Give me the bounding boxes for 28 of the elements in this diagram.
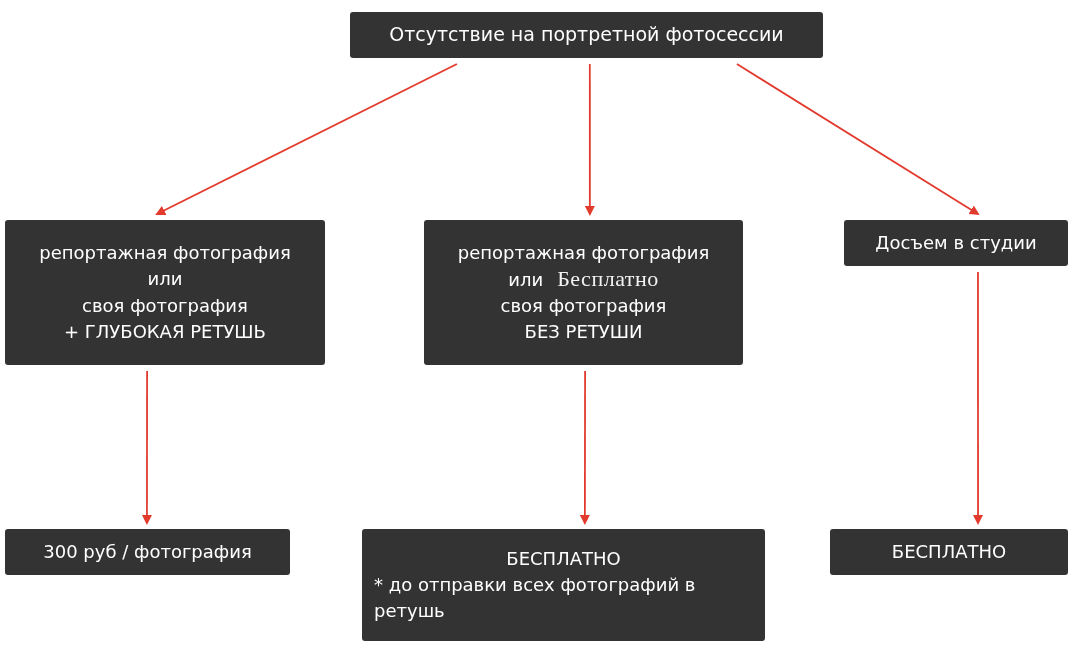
box-text: + ГЛУБОКАЯ РЕТУШЬ [64,319,266,344]
process-box [830,529,1068,575]
box-text: своя фотография [82,293,248,318]
box-text: 300 руб / фотография [43,539,252,564]
box-text: БЕЗ РЕТУШИ [524,320,643,345]
handwritten-note: Бесплатно [557,265,659,292]
box-text: Отсутствие на портретной фотосессии [389,22,784,48]
arrow [736,63,980,216]
box-text: * до отправки всех фотографий в ретушь [374,572,697,624]
box-text: БЕСПЛАТНО [506,546,621,571]
box-text: или [147,267,183,292]
box-text: своя фотография [500,294,667,318]
box-text: или [508,267,544,292]
box-text: БЕСПЛАТНО [891,539,1007,564]
arrow [584,63,595,216]
process-box [350,12,823,58]
arrow [973,271,984,525]
process-box [844,220,1068,266]
process-box [5,529,290,575]
arrow [155,63,458,215]
arrow [141,370,152,525]
process-box [424,220,743,365]
process-box [362,529,765,641]
box-text: репортажная фотография [39,241,291,266]
box-text: Досъем в студии [875,230,1037,255]
process-box [5,220,325,365]
box-text: репортажная фотография [457,240,710,265]
arrow [579,370,590,525]
